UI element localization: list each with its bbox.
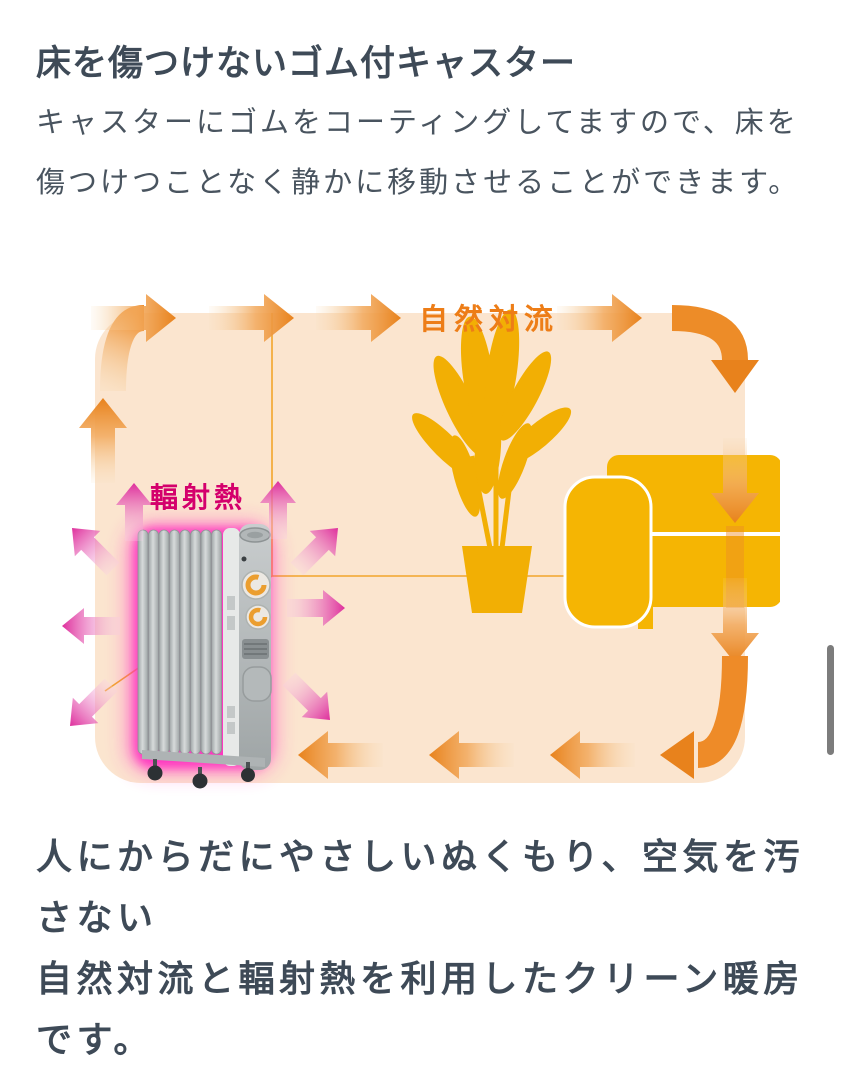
footer-heading: 人にからだにやさしいぬくもり、空気を汚さない 自然対流と輻射熱を利用したクリーン… [36, 826, 818, 1070]
oil-heater-illustration [137, 524, 272, 789]
scrollbar-thumb[interactable] [827, 645, 834, 755]
plant-silhouette [412, 309, 572, 613]
convection-label: 自然対流 [419, 302, 559, 336]
heat-circulation-diagram: 自然対流 輻射熱 [60, 294, 780, 789]
radiant-label: 輻射熱 [150, 482, 246, 513]
page-title: 床を傷つけないゴム付キャスター [36, 44, 577, 84]
footer-line-2: 自然対流と輻射熱を利用したクリーン暖房です。 [36, 958, 804, 1060]
sofa-silhouette [563, 455, 780, 629]
footer-line-1: 人にからだにやさしいぬくもり、空気を汚さない [36, 836, 805, 938]
body-paragraph: キャスターにゴムをコーティングしてますので、床を傷つけつことなく静かに移動させる… [36, 107, 801, 199]
convection-arrows [79, 294, 759, 779]
